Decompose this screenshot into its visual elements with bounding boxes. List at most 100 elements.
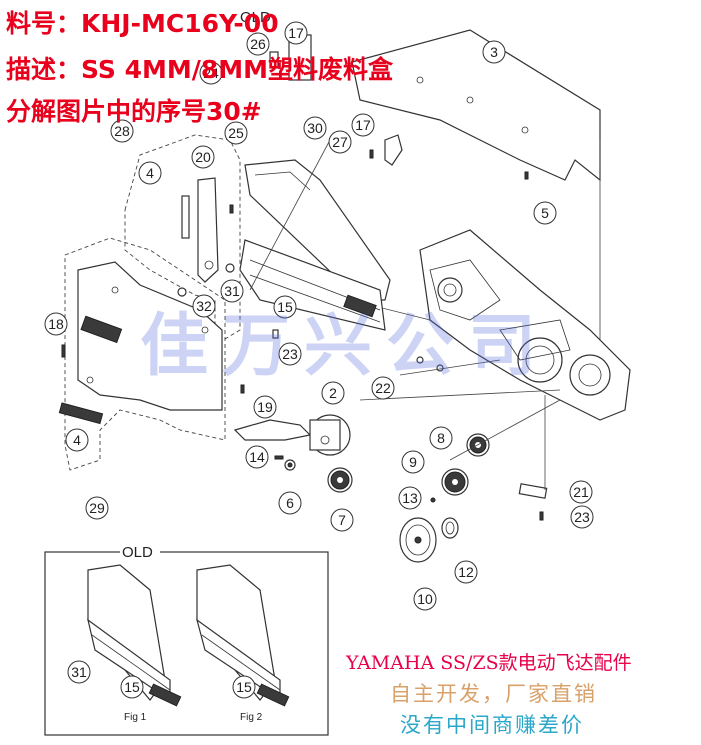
svg-text:15: 15 <box>236 679 252 695</box>
svg-text:30: 30 <box>307 120 323 136</box>
svg-text:24: 24 <box>203 65 219 81</box>
svg-text:4: 4 <box>73 432 81 448</box>
svg-text:10: 10 <box>417 591 433 607</box>
callout-29: 29 <box>85 496 109 520</box>
company-watermark: 佳万兴公司 <box>140 307 551 386</box>
group-28-outline <box>124 134 241 346</box>
svg-text:20: 20 <box>195 149 211 165</box>
svg-text:23: 23 <box>574 509 590 525</box>
old-fig-1-drawing <box>87 564 182 707</box>
svg-text:15: 15 <box>277 299 293 315</box>
svg-text:5: 5 <box>541 205 549 221</box>
old-fig1-label: Fig 1 <box>124 712 147 723</box>
top-old-label: OLD <box>240 9 271 26</box>
callout-8: 8 <box>429 426 453 450</box>
gear-7 <box>327 467 353 493</box>
callout-9: 9 <box>401 450 425 474</box>
svg-text:17: 17 <box>355 117 371 133</box>
callout-14: 14 <box>245 445 269 469</box>
svg-text:32: 32 <box>196 298 212 314</box>
svg-text:8: 8 <box>437 430 445 446</box>
pin-13 <box>430 497 436 503</box>
header-diagram-index: 分解图片中的序号30# <box>6 97 262 126</box>
callout-26: 26 <box>246 32 270 56</box>
svg-text:6: 6 <box>286 495 294 511</box>
callout-23-right: 23 <box>570 505 594 529</box>
washer-6 <box>284 459 296 471</box>
callout-5: 5 <box>533 201 557 225</box>
old-fig-2-drawing <box>195 564 290 707</box>
header-description: 描述：SS 4MM/8MM塑料废料盒 <box>6 55 394 84</box>
callout-23-mid: 23 <box>278 342 302 366</box>
callout-32: 32 <box>192 294 216 318</box>
callout-15-fig2: 15 <box>232 675 256 699</box>
gear-9 <box>441 468 469 496</box>
callout-4-bottom: 4 <box>65 428 89 452</box>
callout-13: 13 <box>398 486 422 510</box>
old-box-title: OLD <box>122 544 153 561</box>
svg-text:26: 26 <box>250 36 266 52</box>
callout-7: 7 <box>330 508 354 532</box>
leader-lines <box>359 359 561 490</box>
part-4-top <box>181 195 190 239</box>
callout-22: 22 <box>371 376 395 400</box>
svg-text:25: 25 <box>228 125 244 141</box>
callout-31-old: 31 <box>67 660 91 684</box>
svg-text:14: 14 <box>249 449 265 465</box>
callout-17-top: 17 <box>284 21 308 45</box>
callout-3: 3 <box>482 40 506 64</box>
svg-text:12: 12 <box>458 564 474 580</box>
svg-text:18: 18 <box>48 316 64 332</box>
svg-text:22: 22 <box>375 380 391 396</box>
ring-12 <box>441 517 459 539</box>
side-plate-3 <box>351 29 601 380</box>
gear-10 <box>399 517 437 563</box>
callout-18: 18 <box>44 312 68 336</box>
svg-text:3: 3 <box>490 44 498 60</box>
svg-text:9: 9 <box>409 454 417 470</box>
callout-20: 20 <box>191 145 215 169</box>
header-part-number: 料号：KHJ-MC16Y-00 <box>6 9 279 38</box>
motor-2 <box>233 414 351 456</box>
footer-slogan-1: 自主开发，厂家直销 <box>390 682 597 706</box>
callout-19: 19 <box>253 395 277 419</box>
svg-text:13: 13 <box>402 490 418 506</box>
group-29-outline <box>64 237 226 471</box>
callout-31-main: 31 <box>220 279 244 303</box>
svg-text:4: 4 <box>146 165 154 181</box>
bracket-21 <box>518 483 548 499</box>
svg-text:23: 23 <box>282 346 298 362</box>
callout-15-main: 15 <box>273 295 297 319</box>
svg-text:17: 17 <box>288 25 304 41</box>
callout-15-fig1: 15 <box>120 675 144 699</box>
svg-text:31: 31 <box>224 283 240 299</box>
svg-text:15: 15 <box>124 679 140 695</box>
callout-25: 25 <box>224 121 248 145</box>
svg-text:28: 28 <box>114 123 130 139</box>
svg-text:7: 7 <box>338 512 346 528</box>
svg-text:31: 31 <box>71 664 87 680</box>
part-20 <box>197 177 219 283</box>
callout-17-right: 17 <box>351 113 375 137</box>
svg-text:27: 27 <box>332 134 348 150</box>
callout-2: 2 <box>321 381 345 405</box>
svg-text:21: 21 <box>573 484 589 500</box>
part-30-arm <box>239 139 391 331</box>
svg-text:2: 2 <box>329 385 337 401</box>
callout-6: 6 <box>278 491 302 515</box>
screws <box>61 34 544 521</box>
callout-12: 12 <box>454 560 478 584</box>
callout-4-top: 4 <box>138 161 162 185</box>
callout-24: 24 <box>199 61 223 85</box>
plate-29 <box>77 261 223 411</box>
part-4-bottom <box>58 402 104 425</box>
feeder-main-body <box>309 229 631 421</box>
callout-30: 30 <box>303 116 327 140</box>
callout-10: 10 <box>413 587 437 611</box>
svg-text:29: 29 <box>89 500 105 516</box>
callout-28: 28 <box>110 119 134 143</box>
callout-21: 21 <box>569 480 593 504</box>
old-fig2-label: Fig 2 <box>240 712 263 723</box>
footer-product-line: YAMAHA SS/ZS款电动飞达配件 <box>346 652 632 674</box>
